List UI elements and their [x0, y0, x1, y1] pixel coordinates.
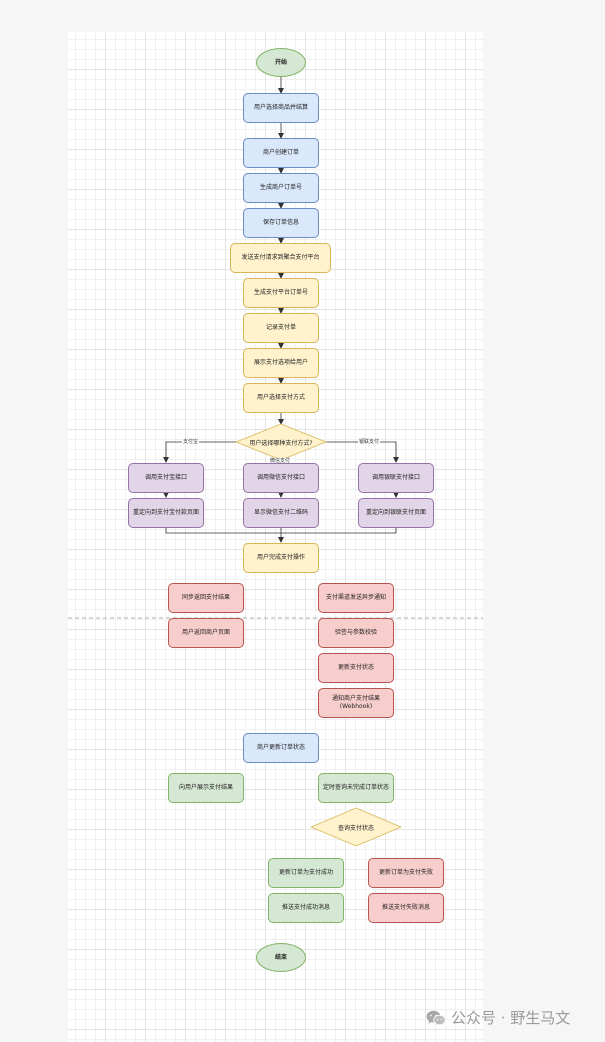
node-call-wechat: 调用微信支付接口 [243, 463, 319, 493]
node-notify-merchant: 通知商户支付结果 (Webhook) [318, 688, 394, 718]
node-start: 开始 [256, 48, 306, 77]
node-end: 结束 [256, 943, 306, 972]
edge-merge-right [281, 528, 397, 534]
node-merchant-update: 商户更新订单状态 [243, 733, 319, 763]
node-redirect-alipay: 重定向到支付宝付款页面 [128, 498, 204, 528]
node-push-fail: 推送支付失败消息 [368, 893, 444, 923]
node-user-complete: 用户完成支付操作 [243, 543, 319, 573]
node-user-select-method: 用户选择支付方式 [243, 383, 319, 413]
node-redirect-unionpay: 重定向到银联支付页面 [358, 498, 434, 528]
wechat-icon [426, 1010, 446, 1026]
edge-label-unionpay: 银联支付 [358, 439, 381, 445]
edge-label-alipay: 支付宝 [182, 439, 200, 445]
node-gen-order-no: 生成商户订单号 [243, 173, 319, 203]
node-show-wechat-qr: 显示微信支付二维码 [243, 498, 319, 528]
node-save-order: 保存订单信息 [243, 208, 319, 238]
watermark-text: 公众号 · 野生马文 [451, 1009, 571, 1027]
node-select-goods: 用户选择商品并结算 [243, 93, 319, 123]
edge-merge-left [165, 528, 281, 534]
diamond-query-status [309, 807, 403, 847]
edge-diamond-alipay [163, 441, 236, 463]
node-show-options: 展示支付选项给用户 [243, 348, 319, 378]
node-create-order: 商户创建订单 [243, 138, 319, 168]
node-user-return: 用户返回商户页面 [168, 618, 244, 648]
node-async-notify: 支付渠道发送异步通知 [318, 583, 394, 613]
watermark: 公众号 · 野生马文 [426, 1007, 570, 1028]
node-gen-platform-no: 生成支付平台订单号 [243, 278, 319, 308]
label-which-method: 用户选择哪种支付方式? [249, 439, 313, 447]
edge-diamond-unionpay [326, 441, 399, 463]
node-record-payment: 记录支付单 [243, 313, 319, 343]
node-send-request: 发送支付请求到聚合支付平台 [230, 243, 331, 273]
node-mark-success: 更新订单为支付成功 [268, 858, 344, 888]
label-query-status: 查询支付状态 [337, 824, 374, 832]
node-call-unionpay: 调用银联支付接口 [358, 463, 434, 493]
node-show-result: 向用户展示支付结果 [168, 773, 244, 803]
node-mark-fail: 更新订单为支付失败 [368, 858, 444, 888]
node-poll-unfinished: 定时查询未完成订单状态 [318, 773, 394, 803]
node-sync-return: 同步返回支付结果 [168, 583, 244, 613]
node-push-success: 推送支付成功消息 [268, 893, 344, 923]
node-verify-sign: 验签与参数校验 [318, 618, 394, 648]
node-call-alipay: 调用支付宝接口 [128, 463, 204, 493]
edge-label-wechat: 微信支付 [269, 458, 292, 464]
node-update-status: 更新支付状态 [318, 653, 394, 683]
